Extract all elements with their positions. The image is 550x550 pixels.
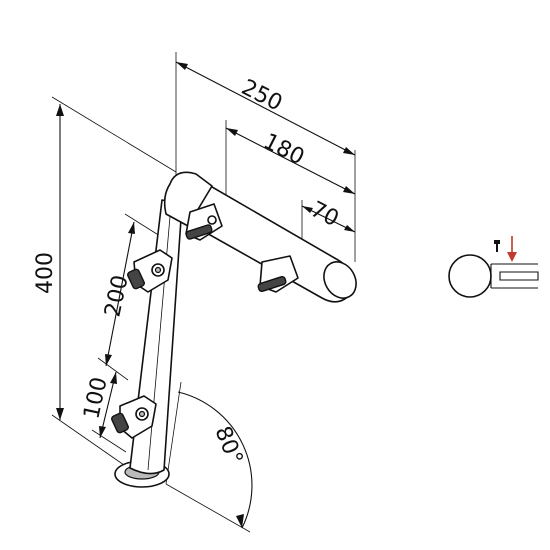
glass-clamp-rail-middle xyxy=(257,255,299,293)
label-400: 400 xyxy=(33,252,58,294)
label-180: 180 xyxy=(259,129,308,170)
down-arrow-icon xyxy=(507,236,517,262)
label-200: 200 xyxy=(100,273,133,319)
label-70: 70 xyxy=(306,197,342,232)
dimension-base-offset: 100 xyxy=(79,371,127,453)
dimension-angle: 80° xyxy=(165,381,253,533)
screw-icon xyxy=(494,240,500,252)
glass-clamp-upper-rail xyxy=(185,203,223,241)
label-250: 250 xyxy=(237,75,286,116)
glass-clamp-post-lower xyxy=(111,395,157,439)
dimension-end-offset: 70 xyxy=(301,197,356,246)
glass-clamp-post-upper xyxy=(127,249,173,293)
dimension-height: 400 xyxy=(33,96,177,466)
label-100: 100 xyxy=(79,375,112,421)
mounting-detail-icon xyxy=(448,236,539,298)
handrail xyxy=(163,171,357,303)
dimension-clamp-span: 180 xyxy=(225,120,356,210)
label-80-degrees: 80° xyxy=(209,423,247,469)
